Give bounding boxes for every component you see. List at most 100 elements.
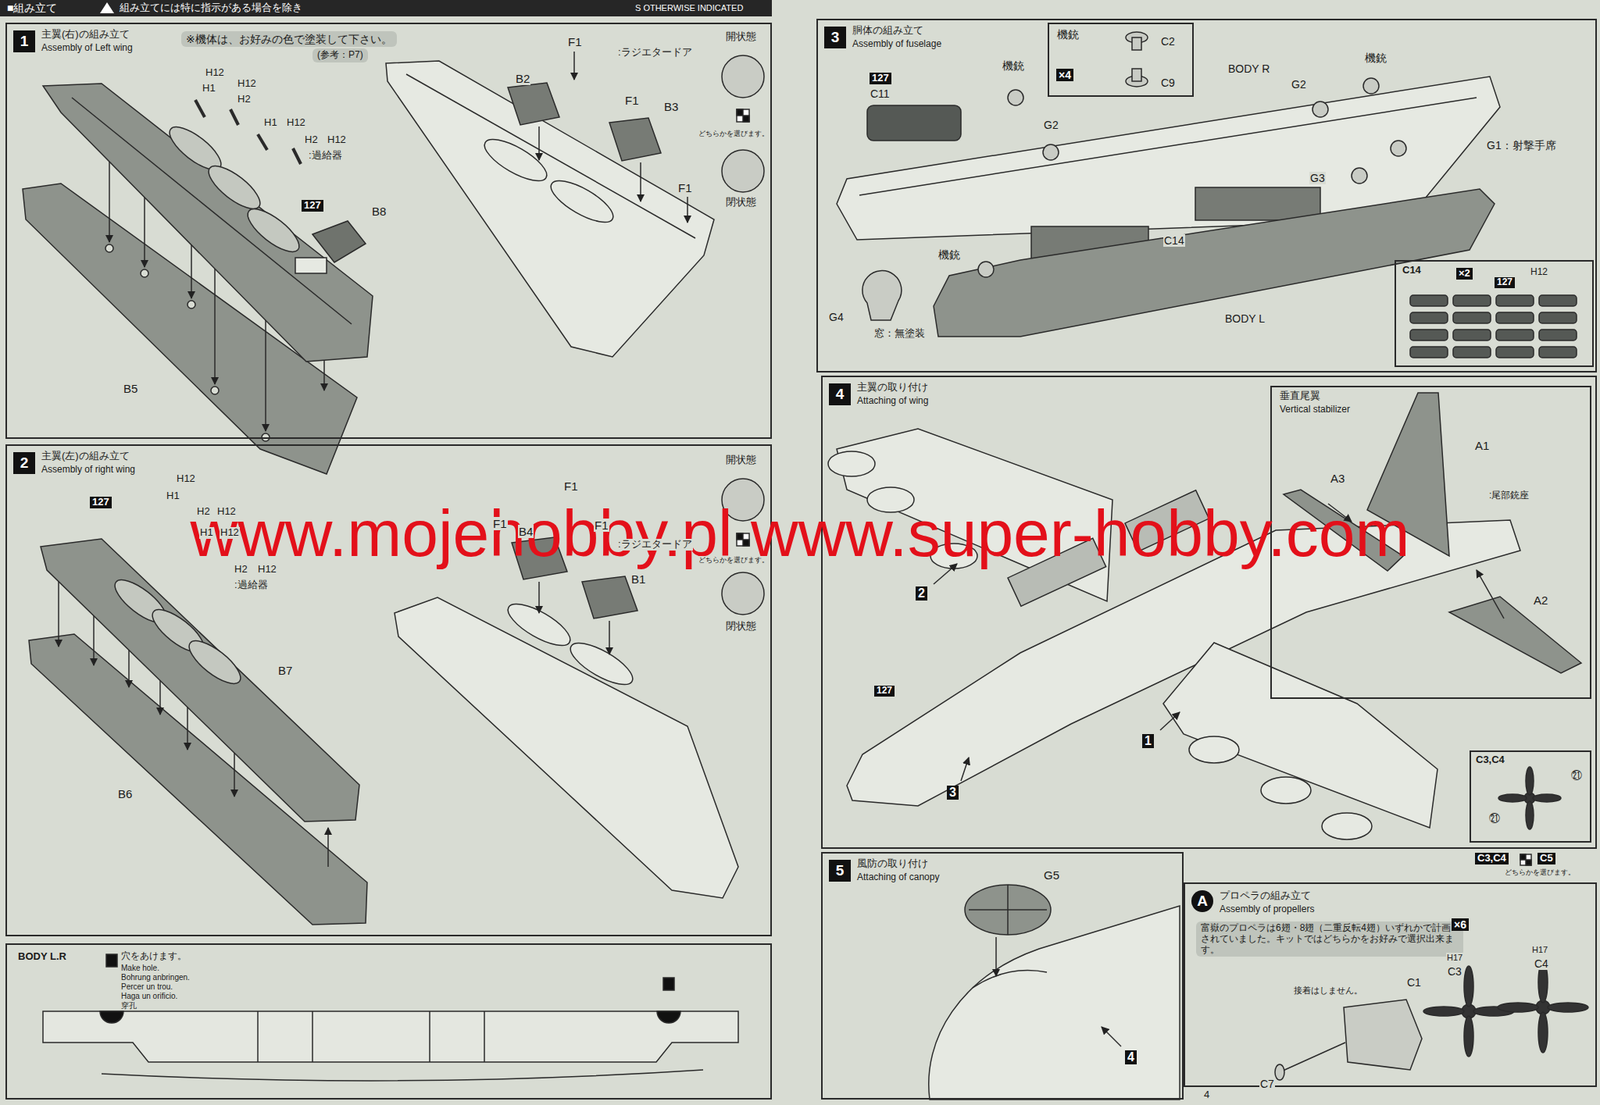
part-label: C7 xyxy=(1259,1078,1275,1091)
illustration-g xyxy=(978,78,1407,278)
note-text: 富嶽のプロペラは6翅・8翅（二重反転4翅）いずれかで計画されていました。キットで… xyxy=(1196,921,1464,958)
part-label: H1 xyxy=(263,117,279,129)
part-label: どちらかを選びます。 xyxy=(1503,868,1576,877)
header-text: ■組み立て xyxy=(6,1,58,15)
illustration-polygon xyxy=(100,2,115,14)
part-label: BODY R xyxy=(1227,62,1271,75)
part-label: 開状態 xyxy=(725,454,758,467)
step-title: BODY L.R xyxy=(17,951,67,964)
illustration-ellipse xyxy=(1275,1064,1285,1081)
illustration-ellipse xyxy=(564,635,639,693)
illustration-polygon xyxy=(1449,596,1582,674)
step-number: 2 xyxy=(13,452,36,475)
illustration-rect xyxy=(1496,346,1534,358)
part-label: B5 xyxy=(122,382,139,396)
stepA-art xyxy=(1275,962,1589,1081)
illustration-line xyxy=(264,312,267,432)
illustration-line xyxy=(995,937,997,977)
illustration-polygon xyxy=(582,576,638,619)
illustration-rect xyxy=(1410,346,1448,358)
callout-number: ×4 xyxy=(1056,68,1074,82)
illustration-circle xyxy=(1007,89,1024,106)
illustration-polygon xyxy=(933,189,1495,337)
part-label: :ラジエタードア xyxy=(617,46,693,59)
illustration-rect xyxy=(663,978,675,991)
part-label: H2 xyxy=(303,134,319,147)
part-label: B3 xyxy=(663,100,679,114)
illustration-circle xyxy=(187,300,196,309)
part-label: :過給器 xyxy=(233,579,269,592)
illustration-line xyxy=(1281,1042,1346,1072)
illustration-ellipse xyxy=(964,885,1051,936)
illustration-g xyxy=(539,51,688,223)
illustration-line xyxy=(257,134,268,150)
part-label: 機銃 xyxy=(937,248,961,261)
illustration-line xyxy=(428,1011,431,1063)
part-label: どちらかを選びます。 xyxy=(697,556,770,565)
illustration-rect xyxy=(0,0,772,17)
callout-number: 127 xyxy=(869,72,892,85)
step3-art xyxy=(836,32,1577,358)
part-label: B6 xyxy=(117,787,133,801)
illustration-g xyxy=(1125,32,1148,87)
part-label: G2 xyxy=(1042,118,1060,132)
illustration-rect xyxy=(867,105,961,141)
illustration-ellipse xyxy=(1498,794,1527,803)
illustration-rect xyxy=(742,115,750,122)
illustration-g xyxy=(968,885,1047,936)
step-title: プロペラの組み立て xyxy=(1219,890,1311,903)
part-label: 閉状態 xyxy=(725,196,758,209)
part-label: B2 xyxy=(514,71,531,86)
illustration-line xyxy=(859,97,1477,196)
part-label: ㉑ xyxy=(1570,769,1583,783)
illustration-line xyxy=(71,97,352,325)
illustration-line xyxy=(483,1011,486,1063)
part-label: F1 xyxy=(567,35,583,49)
illustration-line xyxy=(292,148,301,165)
illustration-polygon xyxy=(385,60,715,358)
illustration-rect xyxy=(1539,346,1577,358)
part-label: H2 xyxy=(236,93,252,106)
illustration-rect xyxy=(1539,312,1577,324)
illustration-rect xyxy=(1410,312,1448,324)
illustration-line xyxy=(57,578,60,647)
part-label: :ラジエタードア xyxy=(617,539,693,551)
callout-number: 127 xyxy=(1494,277,1515,289)
body-lr-art xyxy=(42,954,739,1082)
illustration-path xyxy=(42,1011,739,1063)
illustration-circle xyxy=(210,386,219,395)
note-text: (参考：P7) xyxy=(312,48,368,63)
illustration-line xyxy=(1101,1027,1122,1047)
illustration-rect xyxy=(736,109,743,116)
step-number: 3 xyxy=(824,26,847,49)
part-label: H12 xyxy=(175,473,197,486)
illustration-ellipse xyxy=(1260,777,1311,804)
part-label: F1 xyxy=(563,479,579,493)
step-title: 垂直尾翼 xyxy=(1279,390,1321,403)
header-text: 組み立てには特に指示がある場合を除き xyxy=(118,2,304,15)
part-label: B4 xyxy=(517,525,534,539)
illustration-line xyxy=(311,1011,314,1063)
illustration-ellipse xyxy=(1532,794,1561,803)
illustration-path xyxy=(862,271,902,321)
part-label: C11 xyxy=(869,87,891,100)
part-label: 機銃 xyxy=(1364,51,1388,65)
illustration-path xyxy=(1343,1000,1422,1071)
step4-art xyxy=(828,392,1582,866)
watermark: www.mojehobby.pl www.super-hobby.com xyxy=(0,496,1600,572)
illustration-line xyxy=(230,109,239,125)
part-label: 穴をあけます。 xyxy=(120,951,188,963)
step-number: 5 xyxy=(828,860,851,883)
part-label: 穿孔 xyxy=(120,1001,138,1011)
step-number: 1 xyxy=(13,30,36,53)
part-label: どちらかを選びます。 xyxy=(697,129,770,138)
step-title: C3,C4 xyxy=(1475,754,1505,767)
illustration-rect xyxy=(1195,187,1321,221)
part-label: ㉑ xyxy=(1488,812,1501,825)
illustration-ellipse xyxy=(202,159,267,217)
step-title: Vertical stabilizer xyxy=(1279,404,1350,416)
callout-number: ×2 xyxy=(1456,267,1473,280)
step5-art xyxy=(928,885,1180,1100)
part-label: C9 xyxy=(1160,76,1176,90)
part-label: B7 xyxy=(277,664,293,678)
